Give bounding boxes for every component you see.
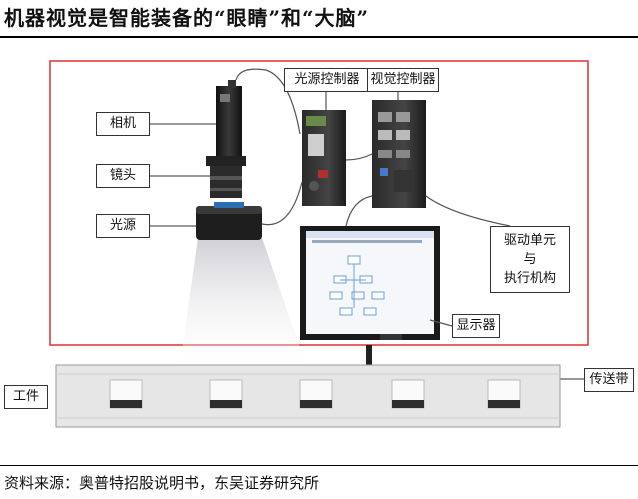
label-lens: 镜头 [96, 164, 150, 188]
label-light-controller: 光源控制器 [284, 68, 370, 92]
cables [235, 68, 511, 327]
camera-device [216, 80, 242, 156]
leader-lines [102, 123, 584, 398]
source-note: 资料来源：奥普特招股说明书，东吴证券研究所 [4, 474, 320, 492]
lens-device [206, 156, 246, 198]
system-frame [49, 60, 589, 346]
source-rule [0, 465, 638, 466]
vision-controller-device [372, 100, 426, 208]
page-title: 机器视觉是智能装备的“眼睛”和“大脑” [4, 6, 370, 30]
monitor-stand [366, 345, 372, 365]
light-controller-device [302, 110, 346, 206]
label-workpiece: 工件 [4, 385, 48, 409]
label-display: 显示器 [452, 314, 500, 338]
label-camera: 相机 [96, 112, 150, 136]
ring-light-device [196, 202, 262, 240]
label-light: 光源 [96, 214, 150, 238]
light-beam [180, 238, 306, 365]
workpieces [109, 379, 521, 409]
label-vision-controller: 视觉控制器 [367, 68, 439, 92]
label-conveyor: 传送带 [584, 368, 634, 392]
monitor-device [300, 226, 440, 340]
label-drive-unit: 驱动单元 与 执行机构 [490, 226, 570, 293]
title-rule [0, 36, 638, 38]
